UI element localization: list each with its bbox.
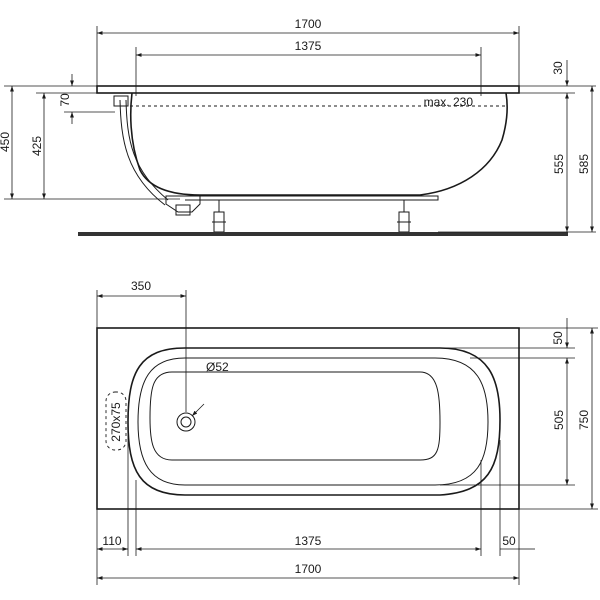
dim-right-height: 555 — [552, 154, 566, 174]
tub-body-profile — [129, 92, 508, 196]
dim-rim-thickness: 30 — [551, 61, 565, 75]
foot-right — [397, 200, 411, 233]
support-frame — [185, 195, 439, 201]
dim-overall-length: 1700 — [295, 17, 322, 31]
drain-leader — [191, 403, 205, 417]
dim-drain-offset: 350 — [131, 279, 151, 293]
dim-total-height: 450 — [0, 132, 12, 152]
tub-outline — [96, 327, 520, 510]
overflow-size: 270x75 — [109, 402, 123, 442]
drain-diameter: Ø52 — [206, 360, 229, 374]
dim-right-margin: 50 — [502, 534, 516, 548]
dim-rim-drop: 70 — [58, 93, 72, 107]
drain-outlet — [175, 204, 191, 216]
floor-line — [78, 232, 568, 236]
tub-basin-inner — [137, 357, 489, 486]
foot-left — [212, 200, 226, 233]
dim-inner-length: 1375 — [295, 39, 322, 53]
overflow-slot — [105, 391, 127, 451]
drain-inner — [180, 416, 192, 428]
overflow-fitting — [113, 95, 129, 107]
tub-basin-outer — [127, 347, 501, 496]
max-depth-label: max. 230 — [424, 95, 474, 109]
drain-outer — [176, 412, 196, 432]
overflow-pipe-outer — [119, 99, 166, 206]
side-view: 1700 1375 max. 230 — [0, 17, 596, 236]
dim-right-total: 585 — [577, 154, 591, 174]
dim-rim-top: 50 — [551, 331, 565, 345]
top-view: Ø52 270x75 350 50 505 750 110 1375 — [96, 279, 598, 585]
dim-overall-width: 750 — [577, 410, 591, 430]
drain-trap — [165, 195, 201, 213]
tub-floor-outline — [149, 371, 441, 461]
dim-inner-width: 505 — [552, 410, 566, 430]
tub-rim — [96, 85, 520, 94]
dim-inner-length-top-view: 1375 — [295, 534, 322, 548]
dim-height-to-base: 425 — [30, 136, 44, 156]
overflow-pipe-inner — [125, 99, 169, 201]
dim-overall-length-top-view: 1700 — [295, 562, 322, 576]
dim-left-margin: 110 — [102, 534, 121, 548]
